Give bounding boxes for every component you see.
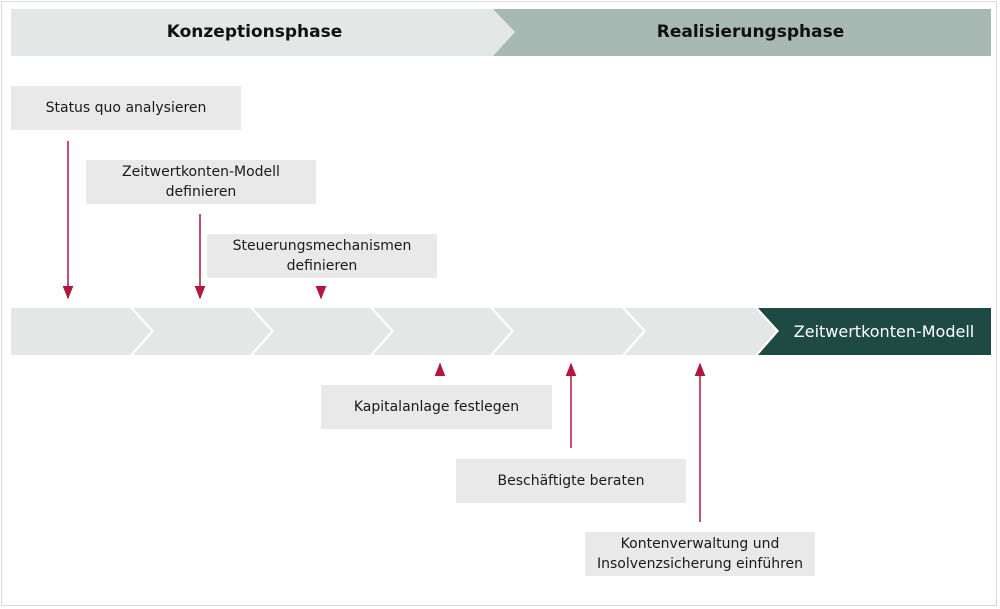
- chevron-4: [373, 308, 511, 355]
- phase-konzeption-bar: [11, 9, 515, 56]
- chevron-2: [133, 308, 271, 355]
- step-kontenverwaltung: Kontenverwaltung und Insolvenzsicherung …: [585, 532, 815, 576]
- result-chevron: [758, 308, 991, 355]
- chevron-1: [11, 308, 151, 355]
- step-steuerung: Steuerungsmechanismen definieren: [207, 234, 437, 278]
- step-modell-definieren: Zeitwertkonten-Modell definieren: [86, 160, 316, 204]
- phase-realisierung-bar: [493, 9, 991, 56]
- phase-realisierung-label: Realisierungsphase: [656, 22, 845, 42]
- result-label: Zeitwertkonten-Modell: [793, 322, 975, 341]
- step-beschaeftigte: Beschäftigte beraten: [456, 459, 686, 503]
- step-kapitalanlage: Kapitalanlage festlegen: [321, 385, 552, 429]
- chevron-3: [253, 308, 391, 355]
- chevron-5: [493, 308, 643, 355]
- phase-konzeption-label: Konzeptionsphase: [166, 22, 343, 42]
- step-status-quo: Status quo analysieren: [11, 86, 241, 130]
- chevron-6: [625, 308, 776, 355]
